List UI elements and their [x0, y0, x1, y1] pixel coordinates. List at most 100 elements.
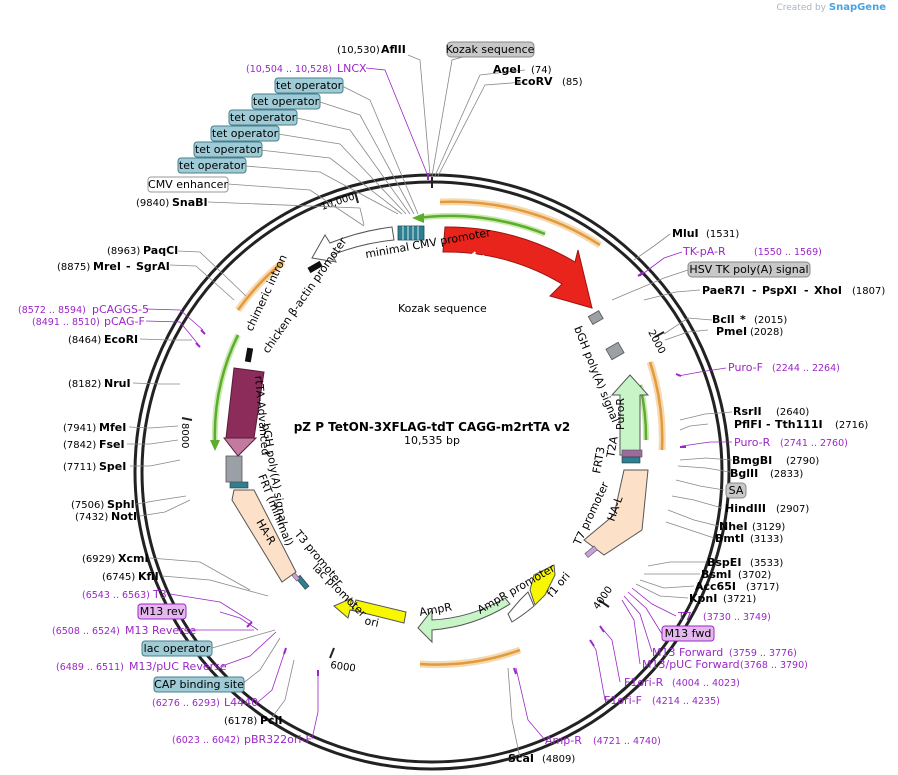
tet-op-4 [210, 125, 280, 142]
primer-m13pucfwd-pos: (3768 .. 3790) [740, 660, 808, 671]
primer-f1orif-pos: (4214 .. 4235) [652, 696, 720, 707]
tick-10000 [354, 191, 359, 204]
t2a-label: T2A [604, 435, 621, 460]
primer-lncx: LNCX [337, 62, 367, 75]
enz-scai-pos: (4809) [542, 754, 575, 765]
tet-op-3 [228, 109, 298, 126]
primer-pbr322-pos: (6023 .. 6042) [172, 735, 240, 746]
primer-ampr: Amp-R [545, 734, 582, 747]
primer-tkpar: TK-pA-R [682, 245, 726, 258]
cmv-enhancer-box [147, 176, 229, 193]
enz-spei: SpeI [99, 460, 126, 473]
enz-nrui-pos: (8182) [68, 379, 101, 390]
rtta-arrow-head [222, 437, 258, 457]
enz-kpni: KpnI [689, 592, 717, 605]
tick-label-6000: 6000 [330, 660, 357, 674]
puror-label: PuroR [614, 398, 627, 430]
hsv-tk-polya-box [687, 261, 811, 278]
frt3-label: FRT3 [590, 446, 607, 475]
center-title: pZ P TetON-3XFLAG-tdT CAGG-m2rtTA v2 10,… [294, 420, 571, 447]
plasmid-size: 10,535 bp [404, 434, 460, 447]
brand-name: SnapGene [828, 2, 886, 13]
primer-m13pucrev: M13/pUC Reverse [129, 660, 227, 673]
orf-arcs [235, 198, 666, 669]
primer-t7-pos: (3730 .. 3749) [703, 612, 771, 623]
m13-rev-text: M13 rev [140, 605, 185, 618]
enz-mfei: MfeI [99, 421, 126, 434]
enz-mrei: MreI [93, 260, 121, 273]
ha-r-box [231, 489, 297, 583]
primer-labels: (10,504 .. 10,528) LNCX (8572 .. 8594) p… [18, 62, 848, 747]
snapgene-watermark: Created by SnapGene [776, 2, 886, 13]
enz-pmei-pos: (2028) [750, 327, 783, 338]
enz-bsmi: BsmI [701, 568, 732, 581]
brand-prefix: Created by [776, 3, 826, 13]
tick-4000 [598, 599, 610, 608]
enz-bcli-pos: (2015) [754, 315, 787, 326]
t2a-box [621, 449, 643, 458]
enz-pspxi-sep: - [804, 284, 809, 297]
tet-op-6-text: tet operator [179, 159, 246, 172]
enz-bglii: BglII [730, 467, 758, 480]
enz-aflii: AflII [381, 43, 406, 56]
tet-op-4-text: tet operator [212, 127, 279, 140]
enz-bmti: BmtI [715, 532, 744, 545]
enz-nrui: NruI [104, 377, 131, 390]
tick-label-4000: 4000 [591, 585, 615, 612]
enz-sphi: SphI [107, 498, 135, 511]
chimeric-intron-mark [244, 347, 254, 363]
enz-xcmi: XcmI [118, 552, 149, 565]
enz-scai: ScaI [508, 752, 534, 765]
frt-min-box [229, 481, 249, 489]
primer-lncx-pos: (10,504 .. 10,528) [246, 64, 332, 75]
tick-2000 [654, 331, 665, 338]
enz-paqci: PaqCI [143, 244, 178, 257]
primer-puror-pos: (2741 .. 2760) [780, 438, 848, 449]
enz-nhei-pos: (3129) [752, 522, 785, 533]
enz-noti: NotI [111, 510, 137, 523]
t7-promoter-mark [584, 545, 598, 558]
hsv-tk-polya-text: HSV TK poly(A) signal [689, 263, 808, 276]
tet-op-2-text: tet operator [253, 95, 320, 108]
enzyme-labels: (10,530) AflII AgeI (74) EcoRV (85) (984… [57, 43, 885, 765]
hsv-tk-box [605, 341, 625, 361]
enz-sgrai: SgrAI [136, 260, 170, 273]
tet-op-6 [177, 157, 247, 174]
tet-op-5 [193, 141, 263, 158]
enz-pcii-pos: (6178) [224, 716, 257, 727]
primer-f1orif: F1ori-F [604, 694, 642, 707]
enz-tth111i: Tth111I [775, 418, 823, 431]
cap-binding-box [153, 676, 245, 693]
primer-tkpar-pos: (1550 .. 1569) [754, 247, 822, 258]
primer-l4440-pos: (6276 .. 6293) [152, 698, 220, 709]
primer-purof: Puro-F [728, 361, 763, 374]
ampr-label: AmpR [418, 600, 453, 619]
enz-nhei: NheI [719, 520, 748, 533]
tet-op-5-text: tet operator [195, 143, 262, 156]
primer-ampr-pos: (4721 .. 4740) [593, 736, 661, 747]
enz-acc65i-pos: (3717) [746, 582, 779, 593]
primer-t3: T3 [152, 588, 167, 601]
enz-fsei: FseI [99, 438, 125, 451]
plasmid-name: pZ P TetON-3XFLAG-tdT CAGG-m2rtTA v2 [294, 420, 571, 434]
enz-bglii-pos: (2833) [770, 469, 803, 480]
enz-agei: AgeI [493, 63, 521, 76]
rtetr-label: rTetR [195, 378, 213, 408]
tet-op-1 [274, 77, 344, 94]
enz-bcli-star: * [740, 313, 746, 326]
primer-pcagf: pCAG-F [104, 315, 145, 328]
enz-pspxi: PspXI [762, 284, 797, 297]
primer-t3-pos: (6543 .. 6563) [82, 590, 150, 601]
primer-m13rev-pos: (6508 .. 6524) [52, 626, 120, 637]
primer-marks [195, 173, 686, 676]
primer-m13fwd: M13 Forward [652, 646, 723, 659]
min-cmv-arrow [311, 226, 395, 263]
ampr-arrow [417, 597, 511, 644]
enz-mrei-sep: - [126, 260, 131, 273]
enz-kfli: KflI [138, 570, 159, 583]
primer-m13rev: M13 Reverse [125, 624, 196, 637]
enz-hindiii: HindIII [725, 502, 766, 515]
f1-ori-arrow [529, 564, 556, 606]
sa-text: SA [729, 484, 744, 497]
ha-l-box [583, 469, 649, 556]
